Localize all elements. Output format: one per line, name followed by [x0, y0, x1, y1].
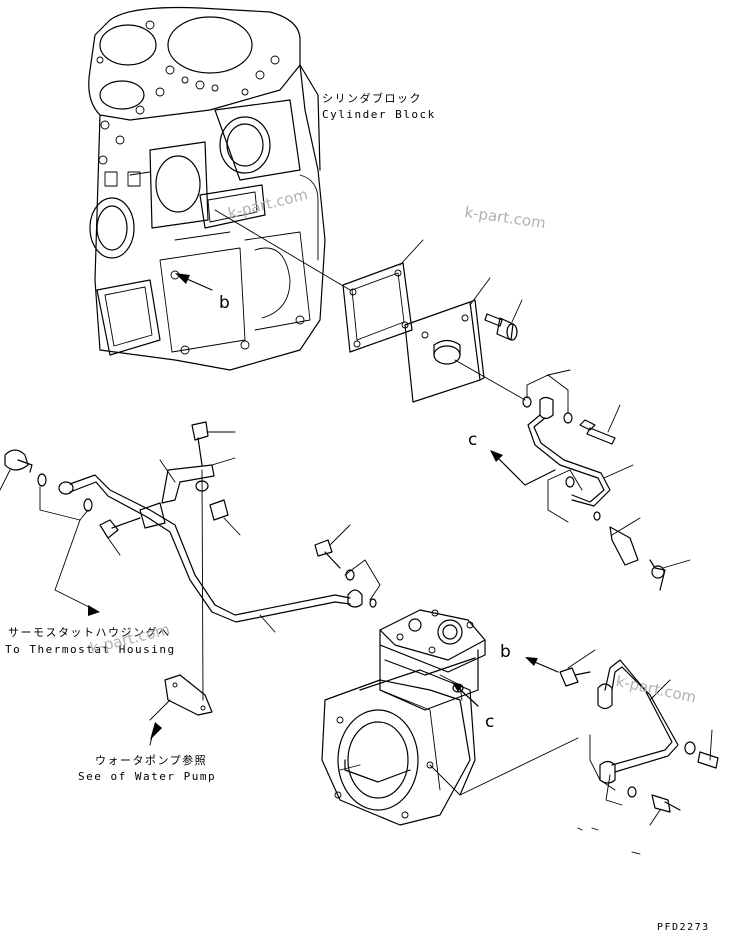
ref-b-label-top: b: [219, 293, 230, 313]
outlet-pipe: [559, 649, 719, 826]
pipe-left: [0, 421, 351, 746]
ref-c-label-right: c: [485, 712, 495, 732]
ref-b-arrow-right: [525, 657, 559, 673]
air-compressor: [321, 609, 579, 826]
cylinder-block-label-jp: シリンダブロック: [322, 92, 422, 105]
ref-c-label-top: c: [468, 430, 478, 450]
fitting-top: [522, 369, 621, 445]
ref-b-label-right: b: [500, 642, 511, 662]
cover-plate: [404, 277, 491, 403]
thermostat-label-en: To Thermostat Housing: [5, 643, 176, 656]
pipe-right: [527, 414, 634, 507]
cylinder-block: [88, 6, 326, 371]
drawing-number: PFD2273: [657, 922, 710, 933]
fitting-lower-right: [547, 469, 691, 591]
ref-b-arrow-top: [175, 273, 213, 291]
thermostat-label-jp: サーモスタットハウジングへ: [8, 626, 171, 639]
ref-c-arrow-top: [490, 450, 556, 486]
water-pump-label-jp: ウォータポンプ参照: [95, 754, 208, 767]
ref-c-arrow-right: [452, 682, 479, 707]
bolt-plate: [484, 299, 523, 341]
fitting-mid: [259, 524, 381, 633]
water-pump-label-en: See of Water Pump: [78, 770, 217, 783]
cylinder-block-label-en: Cylinder Block: [322, 108, 436, 121]
gasket: [342, 239, 424, 353]
